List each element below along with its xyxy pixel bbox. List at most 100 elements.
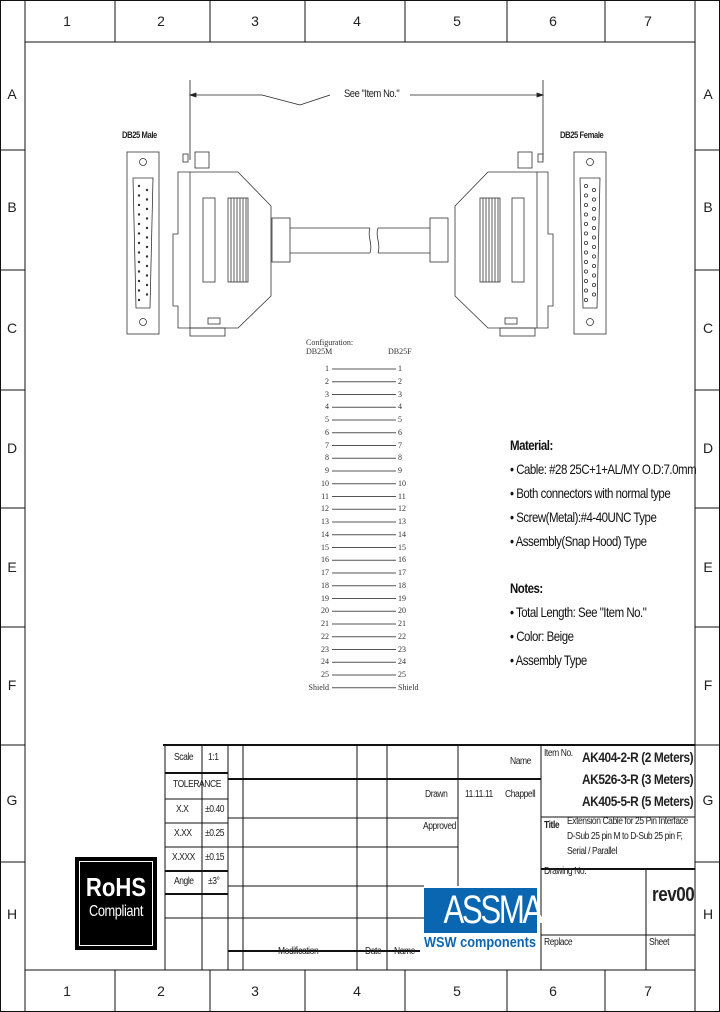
- wire-right-pin: 22: [398, 631, 406, 641]
- pin: [584, 288, 589, 293]
- pin: [145, 274, 149, 277]
- item-number: AK526-3-R (3 Meters): [582, 771, 694, 787]
- column-label: 4: [353, 13, 361, 29]
- tolerance-xxx-value: ±0.25: [205, 828, 225, 839]
- wire-right-pin: 10: [398, 478, 406, 488]
- wire-right-pin: 4: [398, 402, 402, 412]
- cable: [290, 227, 430, 254]
- notes-item: • Total Length: See "Item No.": [510, 604, 647, 620]
- rohs-compliant-text: Compliant: [88, 903, 144, 920]
- wire-left-pin: 4: [325, 402, 329, 412]
- pin: [137, 232, 141, 235]
- row-label: G: [702, 792, 714, 808]
- pin: [145, 198, 149, 201]
- pin: [145, 264, 149, 268]
- title-line: Extension Cable for 25 Pin Interface: [567, 816, 688, 827]
- wire-right-pin: 13: [398, 517, 406, 526]
- pin: [584, 250, 589, 255]
- pin: [584, 269, 589, 274]
- notes-item: • Assembly Type: [510, 652, 587, 668]
- wire-left-pin: 22: [321, 631, 329, 641]
- pin: [137, 270, 141, 273]
- pin: [137, 194, 141, 197]
- notes-section: Notes: • Total Length: See "Item No." • …: [510, 576, 647, 672]
- length-label: See "Item No.": [344, 88, 400, 100]
- rohs-logo: RoHS Compliant: [75, 857, 157, 950]
- wire-left-pin: 15: [321, 542, 329, 552]
- row-label: A: [703, 86, 713, 102]
- tolerance-xx-value: ±0.40: [205, 804, 225, 815]
- pin: [592, 263, 597, 268]
- wire-right-pin: 1: [398, 364, 402, 373]
- material-item: • Both connectors with normal type: [510, 485, 671, 501]
- sheet-label: Sheet: [649, 937, 670, 948]
- pin: [137, 184, 141, 188]
- drawn-label: Drawn: [425, 789, 448, 800]
- material-heading: Material:: [510, 437, 553, 453]
- angle-value: ±3°: [208, 876, 220, 887]
- tolerance-xx-label: X.X: [176, 804, 189, 815]
- pin: [137, 222, 141, 226]
- drawn-date: 11.11.11: [465, 789, 493, 800]
- wire-right-pin: 8: [398, 453, 402, 463]
- wire-right-pin: 20: [398, 606, 406, 616]
- pin: [592, 273, 597, 278]
- wire-left-pin: 12: [321, 504, 329, 514]
- column-label: 5: [453, 983, 461, 999]
- material-item: • Cable: #28 25C+1+AL/MY O.D:7.0mm: [510, 461, 697, 477]
- column-label: 2: [157, 13, 165, 29]
- approved-label: Approved: [423, 821, 456, 832]
- row-label: A: [7, 86, 17, 102]
- db25-male-face: [126, 151, 160, 335]
- replace-label: Replace: [544, 937, 573, 948]
- length-dimension: [188, 80, 545, 160]
- row-label: F: [7, 677, 17, 693]
- pin: [584, 202, 589, 207]
- row-label: G: [6, 792, 18, 808]
- pin: [584, 240, 589, 245]
- wire-right-pin: 25: [398, 670, 406, 679]
- date-label: Date: [365, 946, 382, 957]
- pin: [584, 297, 589, 302]
- pin: [137, 251, 141, 254]
- item-number: AK404-2-R (2 Meters): [582, 749, 694, 765]
- wire-left-pin: 9: [325, 466, 329, 475]
- row-label: C: [702, 320, 714, 336]
- wire-left-pin: 5: [325, 415, 329, 424]
- notes-item: • Color: Beige: [510, 628, 574, 644]
- item-no-label: Item No.: [544, 748, 573, 759]
- pin: [145, 245, 149, 249]
- brand-text: ASSMANN: [443, 888, 583, 932]
- wire-left-pin: Shield: [308, 682, 329, 692]
- pin: [137, 289, 141, 292]
- wire-left-pin: 16: [321, 555, 329, 565]
- pin: [137, 298, 141, 302]
- tolerance-xxxx-label: X.XXX: [172, 852, 195, 863]
- wire-right-pin: 7: [398, 440, 402, 450]
- wire-left-pin: 11: [321, 491, 329, 501]
- db25-female-face: [573, 151, 607, 335]
- pin: [145, 207, 149, 211]
- title-line: Serial / Parallel: [567, 846, 617, 857]
- wire-left-pin: 14: [321, 529, 329, 539]
- config-right-header: DB25F: [388, 347, 412, 356]
- wire-right-pin: 23: [398, 644, 406, 654]
- row-label: B: [7, 199, 17, 215]
- wire-right-pin: 5: [398, 415, 402, 424]
- pin: [592, 216, 597, 221]
- column-label: 2: [157, 983, 165, 999]
- column-label: 1: [63, 13, 71, 29]
- revision: rev00: [652, 884, 695, 906]
- tolerance-xxxx-value: ±0.15: [205, 852, 225, 863]
- pin: [145, 188, 149, 192]
- pin: [584, 278, 589, 283]
- column-label: 5: [453, 13, 461, 29]
- column-label: 7: [644, 13, 652, 29]
- wire-left-pin: 13: [321, 517, 329, 526]
- pin: [592, 244, 597, 249]
- row-label: H: [702, 906, 714, 922]
- pin: [137, 203, 141, 207]
- wire-right-pin: 3: [398, 389, 402, 399]
- pin: [592, 187, 597, 192]
